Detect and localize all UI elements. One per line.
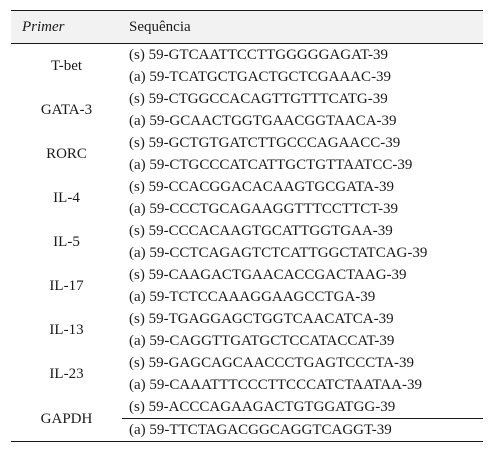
antisense-sequence: (a) 59-CCTCAGAGTCTCATTGGCTATCAG-39 xyxy=(129,245,428,261)
primer-name: IL-13 xyxy=(49,322,84,338)
primer-name: IL-17 xyxy=(49,278,84,294)
table-row: (a) 59-CTGCCCATCATTGCTGTTAATCC-39 xyxy=(11,154,483,176)
primer-table-container: Primer Sequência T-bet (s) 59-GTCAATTCCTT… xyxy=(11,10,483,442)
table-row: IL-23 (s) 59-GAGCAGCAACCCTGAGTCCCTA-39 xyxy=(11,352,483,382)
table-row: (a) 59-CCTCAGAGTCTCATTGGCTATCAG-39 xyxy=(11,242,483,264)
primer-name: GAPDH xyxy=(11,396,122,442)
table-row: (a) 59-TTCTAGACGGCAGGTCAGGT-39 xyxy=(11,418,483,442)
primer-name: GATA-3 xyxy=(40,102,93,118)
primer-table: Primer Sequência T-bet (s) 59-GTCAATTCCTT… xyxy=(11,10,483,442)
table-row: GAPDH(s) 59-ACCCAGAAGACTGTGGATGG-39 xyxy=(11,396,483,442)
table-row: GATA-3 (s) 59-CTGGCCACAGTTGTTTCATG-39 xyxy=(11,88,483,118)
antisense-sequence: (a) 59-CCCTGCAGAAGGTTTCCTTCT-39 xyxy=(129,201,399,217)
sense-sequence: (s) 59-GCTGTGATCTTGCCCAGAACC-39 xyxy=(129,135,401,151)
antisense-sequence: (a) 59-TCATGCTGACTGCTCGAAAC-39 xyxy=(129,69,392,85)
table-row: IL-17 (s) 59-CAAGACTGAACACCGACTAAG-39 xyxy=(11,264,483,294)
table-row: IL-4 (s) 59-CCACGGACACAAGTGCGATA-39 xyxy=(11,176,483,206)
table-header: Primer Sequência xyxy=(11,10,483,44)
primer-name: IL-23 xyxy=(49,366,84,382)
sense-sequence: (s) 59-CCCACAAGTGCATTGGTGAA-39 xyxy=(129,223,393,239)
sense-sequence: (s) 59-CTGGCCACAGTTGTTTCATG-39 xyxy=(129,91,388,107)
sense-sequence: (s) 59-GTCAATTCCTTGGGGGAGAT-39 xyxy=(129,47,389,63)
table-row: (a) 59-CAAATTTCCCTTCCCATCTAATAA-39 xyxy=(11,374,483,396)
primer-name: IL-5 xyxy=(53,234,80,250)
primer-name: IL-4 xyxy=(53,190,80,206)
antisense-sequence: (a) 59-TTCTAGACGGCAGGTCAGGT-39 xyxy=(122,418,483,442)
primer-name: T-bet xyxy=(50,58,83,74)
sense-sequence: (s) 59-CCACGGACACAAGTGCGATA-39 xyxy=(129,179,395,195)
primer-name: RORC xyxy=(46,146,87,162)
header-primer: Primer xyxy=(22,18,65,35)
antisense-sequence: (a) 59-TCTCCAAAGGAAGCCTGA-39 xyxy=(129,289,376,305)
antisense-sequence: (a) 59-CAGGTTGATGCTCCATACCAT-39 xyxy=(129,333,395,349)
header-row: Primer Sequência xyxy=(11,10,483,44)
antisense-sequence: (a) 59-CAAATTTCCCTTCCCATCTAATAA-39 xyxy=(129,377,422,393)
table-row: (a) 59-TCATGCTGACTGCTCGAAAC-39 xyxy=(11,66,483,88)
table-row: (a) 59-TCTCCAAAGGAAGCCTGA-39 xyxy=(11,286,483,308)
antisense-sequence: (a) 59-CTGCCCATCATTGCTGTTAATCC-39 xyxy=(129,157,413,173)
table-row: (a) 59-CCCTGCAGAAGGTTTCCTTCT-39 xyxy=(11,198,483,220)
table-row: (a) 59-GCAACTGGTGAACGGTAACA-39 xyxy=(11,110,483,132)
sense-sequence: (s) 59-ACCCAGAAGACTGTGGATGG-39 xyxy=(122,396,483,419)
table-row: T-bet (s) 59-GTCAATTCCTTGGGGGAGAT-39 xyxy=(11,44,483,74)
sense-sequence: (s) 59-GAGCAGCAACCCTGAGTCCCTA-39 xyxy=(129,355,415,371)
antisense-sequence: (a) 59-GCAACTGGTGAACGGTAACA-39 xyxy=(129,113,397,129)
header-sequence: Sequência xyxy=(129,18,191,35)
sense-sequence: (s) 59-TGAGGAGCTGGTCAACATCA-39 xyxy=(129,311,394,327)
table-row: IL-13 (s) 59-TGAGGAGCTGGTCAACATCA-39 xyxy=(11,308,483,338)
table-row: IL-5 (s) 59-CCCACAAGTGCATTGGTGAA-39 xyxy=(11,220,483,250)
table-body: T-bet (s) 59-GTCAATTCCTTGGGGGAGAT-39 (a) 5… xyxy=(11,44,483,442)
table-row: (a) 59-CAGGTTGATGCTCCATACCAT-39 xyxy=(11,330,483,352)
sense-sequence: (s) 59-CAAGACTGAACACCGACTAAG-39 xyxy=(129,267,407,283)
table-row: RORC (s) 59-GCTGTGATCTTGCCCAGAACC-39 xyxy=(11,132,483,162)
